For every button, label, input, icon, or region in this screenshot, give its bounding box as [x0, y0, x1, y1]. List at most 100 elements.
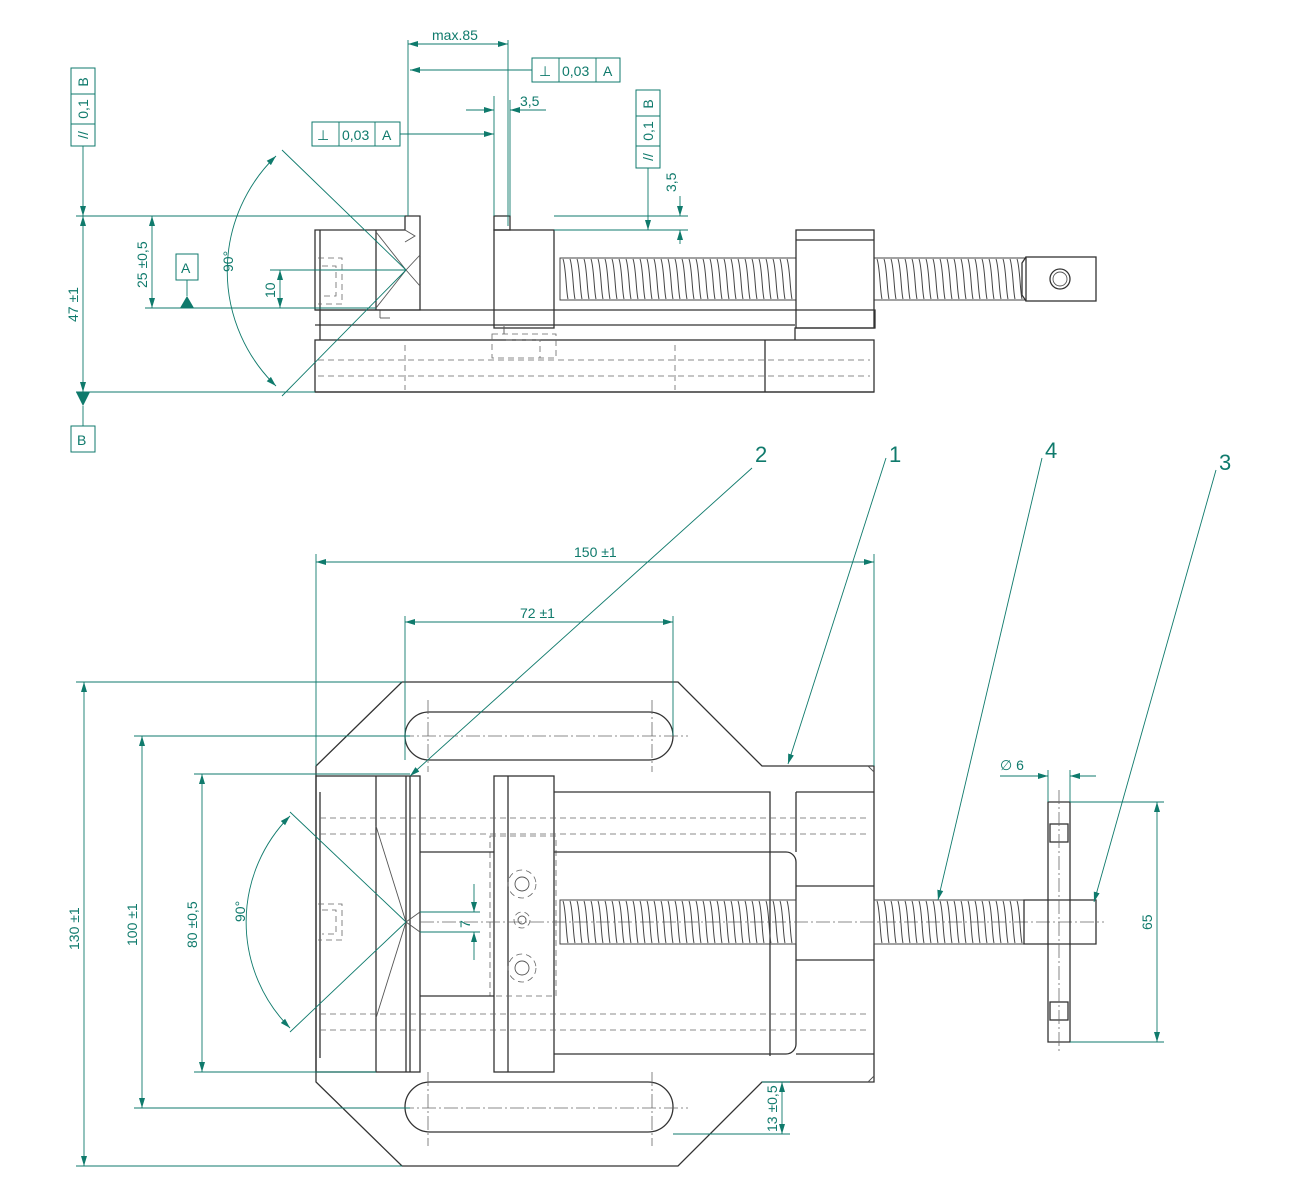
thread-turn [597, 900, 604, 944]
thread-turn [618, 258, 625, 300]
thread-turn [618, 900, 625, 944]
thread-turn [702, 900, 709, 944]
tol-frame-par-left: B 0,1 // [70, 67, 96, 147]
thread-turn [765, 900, 772, 944]
thread-turn [737, 258, 744, 300]
thread-turn [876, 258, 883, 300]
thread-turn [779, 900, 786, 944]
thread-turn [772, 258, 779, 300]
thread-turn [890, 900, 897, 944]
thread-turn [660, 900, 667, 944]
side-thread-pattern [562, 258, 1023, 300]
top-dimensions: 150 ±1 72 ±1 130 ±1 100 ±1 80 ±0,5 90° 7 [66, 438, 1231, 1167]
thread-turn [604, 258, 611, 300]
thread-turn [737, 900, 744, 944]
thread-turn [932, 900, 939, 944]
thread-turn [709, 900, 716, 944]
thread-turn [946, 258, 953, 300]
thread-turn [1009, 900, 1016, 944]
dim-jaw-step: 3,5 [520, 93, 540, 109]
thread-turn [918, 900, 925, 944]
top-view [315, 681, 1104, 1167]
datum-b-frame [70, 425, 96, 453]
dim-jaw-height: 25 ±0,5 [134, 241, 150, 288]
thread-turn [995, 900, 1002, 944]
thread-turn [883, 258, 890, 300]
dim-handle-length: 65 [1139, 914, 1155, 930]
tol-datum: A [603, 63, 613, 79]
thread-turn [946, 900, 953, 944]
thread-turn [967, 258, 974, 300]
thread-turn [995, 258, 1002, 300]
tol-frame-perp-top: ⊥ 0,03 A [531, 57, 621, 83]
side-handle-end [1025, 256, 1097, 302]
thread-turn [583, 900, 590, 944]
thread-turn [639, 900, 646, 944]
dim-slot-width: 100 ±1 [124, 903, 140, 946]
thread-turn [904, 900, 911, 944]
tol-symbol: // [75, 131, 91, 139]
dim-v-width: 7 [457, 920, 473, 928]
thread-turn [911, 900, 918, 944]
thread-turn [876, 900, 883, 944]
thread-turn [758, 900, 765, 944]
thread-turn [604, 900, 611, 944]
tol-value: 0,1 [640, 121, 656, 141]
thread-turn [597, 258, 604, 300]
thread-turn [953, 258, 960, 300]
thread-turn [1002, 258, 1009, 300]
thread-turn [716, 258, 723, 300]
part-label-2: 2 [755, 442, 767, 467]
thread-turn [981, 900, 988, 944]
leader-1 [787, 457, 887, 765]
thread-turn [988, 900, 995, 944]
datum-a-label: A [181, 260, 191, 276]
thread-turn [960, 900, 967, 944]
tol-frame-perp-mid: ⊥ 0,03 A [311, 121, 401, 147]
dim-jaw-width: 80 ±0,5 [184, 901, 200, 948]
dim-jaw-small: 10 [262, 282, 278, 298]
thread-turn [625, 900, 632, 944]
thread-turn [611, 900, 618, 944]
thread-turn [1016, 258, 1023, 300]
tol-datum: B [640, 99, 656, 108]
thread-turn [583, 258, 590, 300]
thread-turn [1002, 900, 1009, 944]
thread-turn [897, 900, 904, 944]
thread-turn [925, 258, 932, 300]
thread-turn [695, 258, 702, 300]
thread-turn [576, 258, 583, 300]
thread-turn [939, 900, 946, 944]
thread-turn [688, 258, 695, 300]
thread-turn [890, 258, 897, 300]
top-moving-jaw [493, 775, 555, 1073]
dim-handle-dia: ∅ 6 [1000, 757, 1024, 773]
dim-width-total: 130 ±1 [66, 907, 82, 950]
thread-turn [751, 258, 758, 300]
thread-turn [974, 258, 981, 300]
thread-turn [695, 900, 702, 944]
thread-turn [786, 900, 793, 944]
thread-turn [681, 258, 688, 300]
thread-turn [639, 258, 646, 300]
thread-turn [1009, 258, 1016, 300]
thread-turn [681, 900, 688, 944]
thread-turn [1016, 900, 1023, 944]
thread-turn [716, 900, 723, 944]
moving-jaw-bolts [507, 869, 537, 983]
thread-turn [904, 258, 911, 300]
side-base [314, 339, 875, 393]
thread-turn [632, 258, 639, 300]
dim-length: 150 ±1 [574, 544, 617, 560]
thread-turn [590, 258, 597, 300]
leader-3 [1093, 469, 1217, 903]
thread-turn [932, 258, 939, 300]
thread-turn [667, 900, 674, 944]
side-dimensions: max.85 ⊥ 0,03 A 3,5 ⊥ 0,03 A [65, 27, 688, 453]
thread-turn [562, 258, 569, 300]
thread-turn [988, 258, 995, 300]
thread-turn [723, 900, 730, 944]
thread-turn [744, 900, 751, 944]
top-slot-lower [404, 1081, 674, 1133]
